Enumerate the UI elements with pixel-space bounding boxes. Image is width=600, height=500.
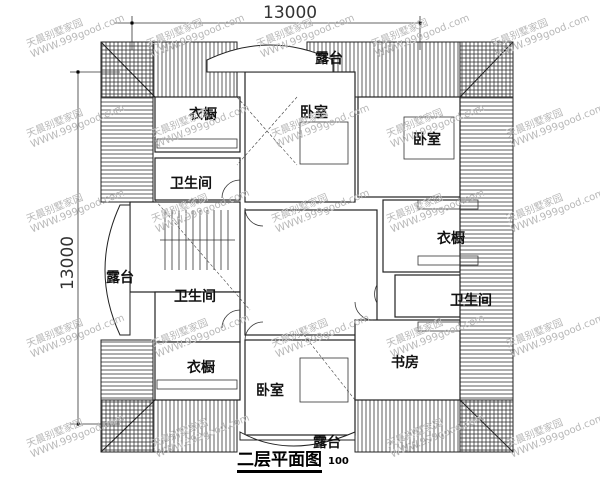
door-swings <box>221 179 378 341</box>
room-label-bathroom-center-left: 卫生间 <box>174 289 216 305</box>
dimension-lines <box>70 16 422 426</box>
dimension-height-label: 13000 <box>58 235 78 290</box>
rooms <box>129 71 461 436</box>
room-label-balcony-bottom: 露台 <box>313 435 341 451</box>
room-label-wardrobe-bottom-left: 衣橱 <box>187 360 215 376</box>
room-label-bedroom-top-center: 卧室 <box>300 105 328 121</box>
room-label-balcony-top: 露台 <box>315 51 343 67</box>
balconies <box>104 44 356 447</box>
room-label-study: 书房 <box>391 355 419 371</box>
beds <box>299 116 455 403</box>
wardrobe-rails <box>156 138 479 390</box>
plan-scale: 100 <box>328 456 349 467</box>
dimension-width-label: 13000 <box>263 3 318 23</box>
room-label-bathroom-right: 卫生间 <box>450 293 492 309</box>
room-label-bedroom-top-right: 卧室 <box>413 132 441 148</box>
room-label-wardrobe-top-left: 衣橱 <box>189 107 217 123</box>
diagonal-guides <box>154 96 356 401</box>
room-label-bathroom-top-left: 卫生间 <box>170 176 212 192</box>
roof-eaves <box>100 41 514 453</box>
room-label-bedroom-bottom: 卧室 <box>256 383 284 399</box>
room-label-balcony-left: 露台 <box>106 270 134 286</box>
room-label-wardrobe-right: 衣橱 <box>437 231 465 247</box>
plan-title: 二层平面图 <box>237 452 322 473</box>
